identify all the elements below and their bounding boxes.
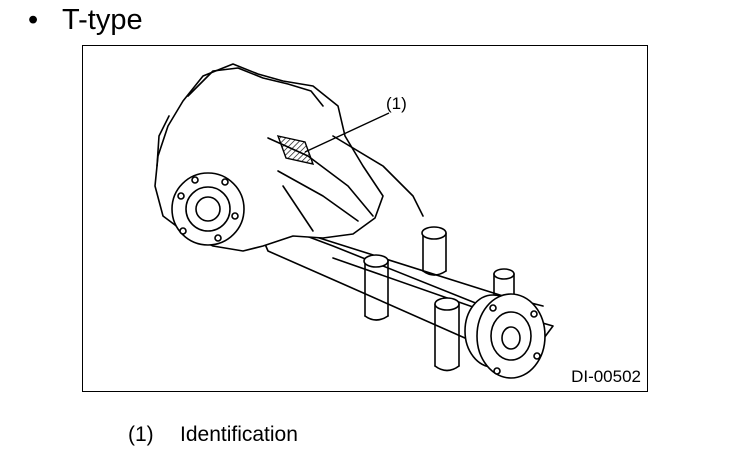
bullet-marker: •: [28, 4, 39, 36]
figure-id-label: DI-00502: [571, 367, 641, 386]
figure-frame: (1) DI-00502: [82, 45, 648, 392]
legend-item: (1) Identification: [128, 422, 298, 448]
legend-text: Identification: [180, 423, 298, 446]
mount-post: [363, 254, 389, 321]
identification-mark: [276, 135, 315, 165]
mount-post: [493, 268, 515, 295]
heading-text: T-type: [62, 4, 143, 36]
mount-post: [434, 297, 460, 372]
legend-number: (1): [128, 423, 154, 446]
callout-label: (1): [386, 94, 407, 113]
callout-leader-line: [304, 112, 390, 153]
pinion-flange: [464, 293, 546, 379]
mount-post: [421, 226, 447, 276]
differential-illustration: [154, 63, 554, 379]
section-heading: • T-type: [28, 2, 143, 38]
